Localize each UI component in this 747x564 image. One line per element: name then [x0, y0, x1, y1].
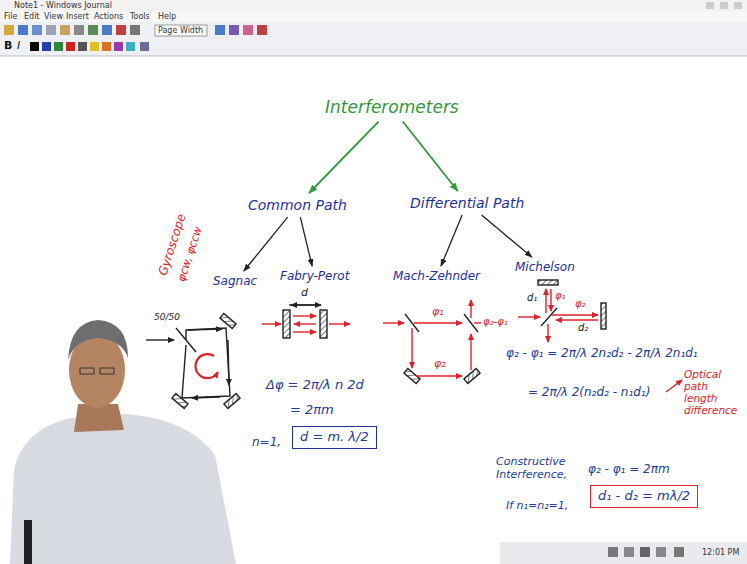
menu-item: View	[44, 12, 63, 21]
phase-label: φ₂	[575, 298, 586, 310]
sagnac-figure	[146, 314, 240, 409]
clock: 12:01 PM	[702, 548, 739, 557]
fabry-perot-figure	[262, 305, 350, 338]
menu-item: Tools	[130, 12, 150, 21]
type-label: Mach-Zehnder	[393, 270, 480, 284]
note-text: Constructive Interference,	[496, 456, 580, 481]
equation: If n₁=n₂=1,	[506, 500, 568, 513]
result-box-text: d₁ - d₂ = mλ/2	[598, 489, 690, 504]
branch-arrow	[244, 217, 288, 271]
type-label: Michelson	[515, 261, 575, 275]
category-label: Differential Path	[410, 195, 524, 211]
category-label-text: Differential Path	[410, 195, 524, 211]
michelson-figure	[518, 280, 682, 392]
result-box: d = m. λ/2	[292, 426, 377, 449]
branch-arrow-line	[482, 215, 532, 257]
menu-item: Help	[158, 12, 176, 21]
type-label: Sagnac	[213, 275, 257, 289]
branch-arrow-line	[244, 217, 288, 271]
equation: n=1,	[252, 436, 281, 450]
menu-item: Insert	[66, 12, 89, 21]
root-heading: Interferometers	[325, 98, 459, 118]
menu-item: File	[4, 12, 17, 21]
window-chrome	[0, 0, 747, 56]
category-label-text: Common Path	[248, 197, 347, 213]
mach-zehnder-figure	[383, 300, 481, 383]
branch-arrow	[482, 215, 532, 257]
dimension: d₁	[527, 292, 537, 304]
phase-label: φ₁	[555, 290, 566, 302]
type-label-text: Sagnac	[213, 275, 257, 289]
phase-label: φ₂	[434, 358, 446, 371]
dimension: d	[301, 287, 308, 300]
bold-button: B	[4, 40, 12, 53]
branch-arrow-line	[309, 122, 378, 193]
branch-arrow	[403, 122, 458, 191]
type-label-text: Mach-Zehnder	[393, 270, 480, 284]
equation: φ₂ - φ₁ = 2π/λ 2n₂d₂ - 2π/λ 2n₁d₁	[506, 347, 698, 361]
presenter	[10, 320, 236, 564]
category-label: Common Path	[248, 197, 347, 213]
menu-item: Actions	[94, 12, 123, 21]
zoom-select: Page Width	[158, 26, 203, 35]
window-title: Note1 - Windows Journal	[14, 1, 112, 10]
phase-label: φ₂-φ₁	[483, 316, 508, 328]
branch-arrow-line	[403, 122, 458, 191]
equation: Δφ = 2π/λ n 2d	[266, 378, 364, 393]
equation: φ₂ - φ₁ = 2πm	[588, 463, 670, 477]
branch-arrow	[309, 122, 378, 193]
branch-arrow-line	[441, 215, 462, 266]
splitter-ratio: 50/50	[154, 312, 180, 322]
type-label: Fabry-Perot	[280, 270, 349, 284]
type-label-text: Michelson	[515, 261, 575, 275]
result-box: d₁ - d₂ = mλ/2	[590, 485, 698, 508]
phase-label: φ₁	[432, 306, 444, 319]
note-text: Optical path length difference	[684, 368, 742, 416]
equation: = 2π/λ 2(n₂d₂ - n₁d₁)	[528, 386, 650, 400]
type-label-text: Fabry-Perot	[280, 270, 349, 284]
branch-arrow	[441, 215, 462, 266]
dimension: d₂	[578, 322, 588, 334]
branch-arrow	[300, 217, 312, 266]
menu-item: Edit	[24, 12, 40, 21]
italic-button: I	[17, 40, 20, 53]
taskbar	[500, 542, 747, 564]
equation: = 2πm	[290, 403, 334, 418]
branch-arrow-line	[300, 217, 312, 266]
root-heading-text: Interferometers	[325, 98, 459, 118]
result-box-text: d = m. λ/2	[300, 430, 369, 445]
